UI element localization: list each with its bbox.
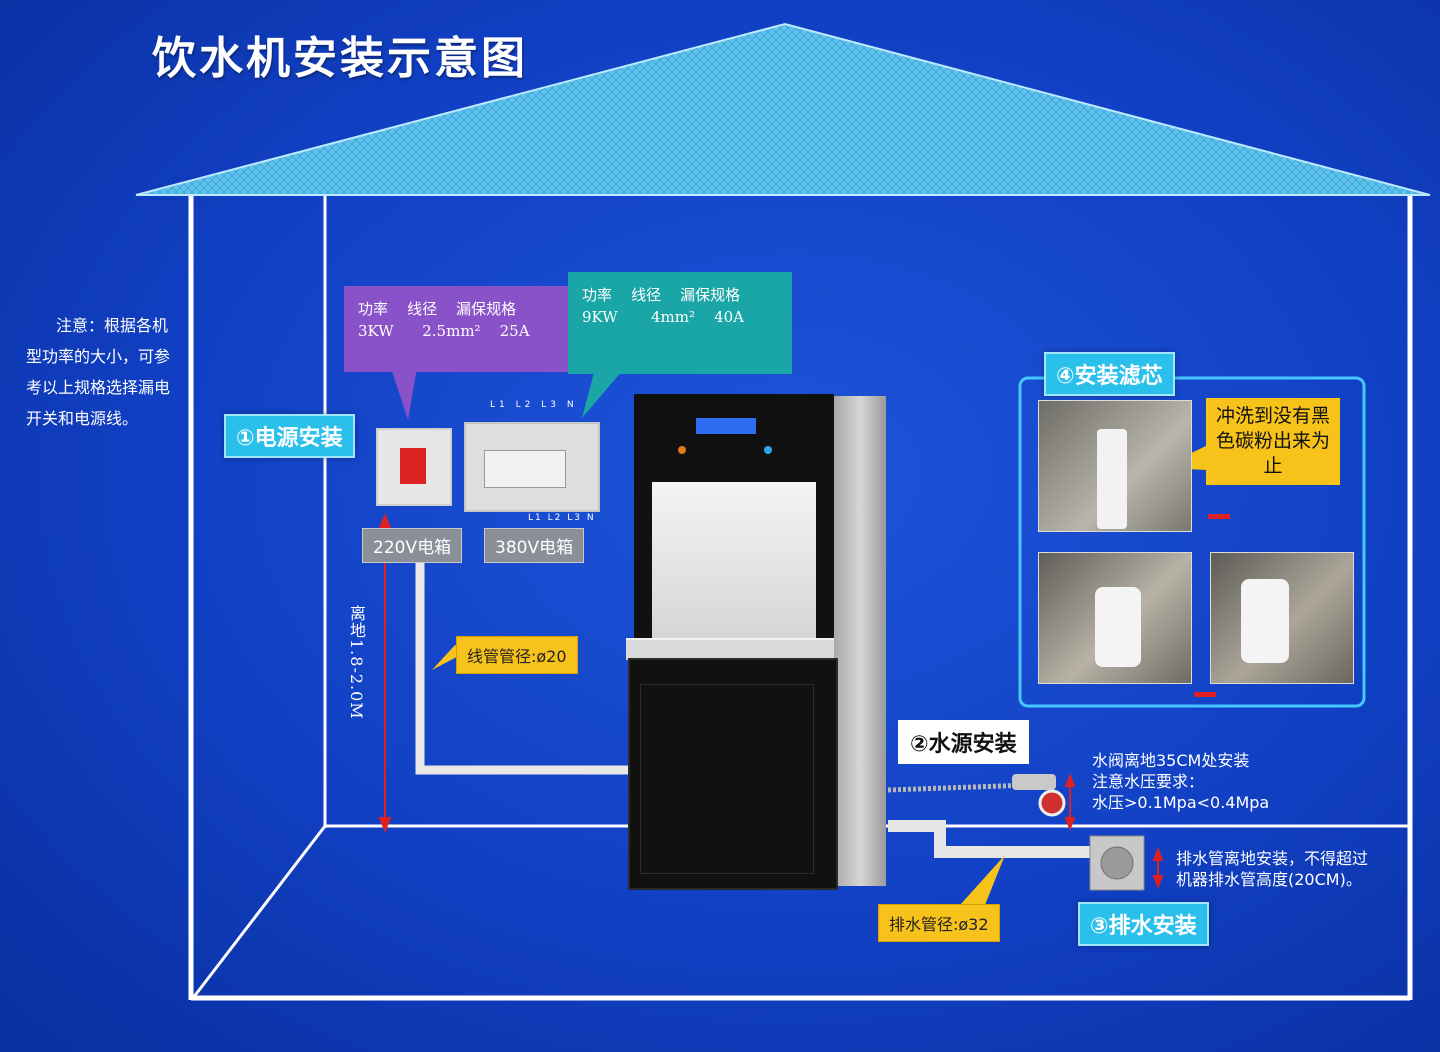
water-note-3: 水压>0.1Mpa<0.4Mpa bbox=[1092, 793, 1270, 812]
height-arrow bbox=[378, 513, 392, 833]
indicator-right bbox=[764, 446, 772, 454]
spec-380-header: 功率 线径 漏保规格 bbox=[582, 286, 741, 304]
wire-labels-bottom: L1 L2 L3 N bbox=[528, 513, 596, 523]
drain-pipe-diameter-tag: 排水管径:ø32 bbox=[878, 904, 1000, 942]
water-height-arrow bbox=[1064, 773, 1076, 831]
water-note-2: 注意水压要求： bbox=[1092, 772, 1205, 791]
spec-380v: 功率 线径 漏保规格 9KW 4mm² 40A bbox=[568, 272, 792, 374]
drain-note-1: 排水管离地安装，不得超过 bbox=[1176, 849, 1369, 868]
wire-l1-bottom: L1 bbox=[528, 513, 543, 523]
water-hose bbox=[887, 782, 1031, 793]
filter-callout: 冲洗到没有黑色碳粉出来为止 bbox=[1206, 398, 1340, 485]
water-notes: 水阀离地35CM处安装 注意水压要求： 水压>0.1Mpa<0.4Mpa bbox=[1092, 750, 1269, 813]
wire-l2-bottom: L2 bbox=[547, 513, 563, 523]
machine-door bbox=[640, 684, 814, 874]
filter-install-badge: ④安装滤芯 bbox=[1044, 352, 1175, 396]
machine-pillar-right bbox=[816, 482, 834, 642]
drain-pipe bbox=[888, 820, 1092, 858]
drain-note-2: 机器排水管高度(20CM)。 bbox=[1176, 870, 1362, 889]
power-install-badge: ①电源安装 bbox=[224, 414, 355, 458]
machine-side bbox=[834, 396, 886, 886]
wire-l2-top: L2 bbox=[515, 400, 535, 410]
red-mark bbox=[1194, 692, 1216, 697]
filter-photo-install-2 bbox=[1210, 552, 1354, 684]
wire-n-bottom: N bbox=[586, 513, 596, 523]
filter-photo-rinse bbox=[1038, 400, 1192, 532]
height-label: 离地1.8-2.0M bbox=[347, 605, 366, 720]
box-220v-image bbox=[376, 428, 452, 506]
wire-labels-top: L1 L2 L3 N bbox=[490, 400, 578, 410]
spec-220v: 功率 线径 漏保规格 3KW 2.5mm² 25A bbox=[344, 286, 568, 372]
wire-l3-top: L3 bbox=[541, 400, 560, 410]
drain-notes: 排水管离地安装，不得超过 机器排水管高度(20CM)。 bbox=[1176, 848, 1368, 890]
machine-tap-area bbox=[652, 482, 816, 642]
filter-photo-install-1 bbox=[1038, 552, 1192, 684]
filter-cartridge bbox=[1241, 579, 1289, 663]
roof bbox=[135, 22, 1431, 196]
indicator-left bbox=[678, 446, 686, 454]
drain-install-badge: ③排水安装 bbox=[1078, 902, 1209, 946]
drain-tag-pointer bbox=[960, 855, 1005, 905]
page-title: 饮水机安装示意图 bbox=[152, 33, 528, 84]
red-mark bbox=[1208, 514, 1230, 519]
wire-n-top: N bbox=[566, 400, 578, 410]
drain-height-arrow bbox=[1152, 847, 1164, 889]
wire-l1-top: L1 bbox=[490, 400, 509, 410]
machine-pillar-left bbox=[634, 482, 652, 642]
machine-top-panel bbox=[634, 394, 834, 482]
conduit-pipe bbox=[415, 553, 633, 775]
box-380v-image bbox=[464, 422, 600, 512]
filter-frame bbox=[1018, 376, 1366, 708]
floor-drain bbox=[1089, 835, 1145, 891]
spec-220-header: 功率 线径 漏保规格 bbox=[358, 300, 517, 318]
filter-cartridge bbox=[1097, 429, 1127, 529]
spec-220-values: 3KW 2.5mm² 25A bbox=[358, 322, 530, 340]
machine-cabinet bbox=[628, 658, 838, 890]
water-valve bbox=[1012, 774, 1066, 817]
breaker-380 bbox=[484, 450, 566, 488]
spec-380-values: 9KW 4mm² 40A bbox=[582, 308, 745, 326]
water-install-badge: ②水源安装 bbox=[898, 720, 1029, 764]
inner-room bbox=[191, 196, 1410, 999]
house-walls bbox=[188, 196, 1413, 1001]
machine-display bbox=[696, 418, 756, 434]
filter-cartridge bbox=[1095, 587, 1141, 667]
wire-l3-bottom: L3 bbox=[567, 513, 582, 523]
water-dispenser bbox=[626, 392, 886, 898]
box-220v-label: 220V电箱 bbox=[362, 528, 463, 563]
installation-note: 注意：根据各机型功率的大小，可参考以上规格选择漏电开关和电源线。 bbox=[26, 316, 171, 428]
machine-drip-tray bbox=[626, 638, 834, 660]
breaker-220 bbox=[400, 448, 426, 484]
water-note-1: 水阀离地35CM处安装 bbox=[1092, 751, 1250, 770]
conduit-diameter-tag: 线管管径:ø20 bbox=[456, 636, 578, 674]
box-380v-label: 380V电箱 bbox=[484, 528, 585, 563]
